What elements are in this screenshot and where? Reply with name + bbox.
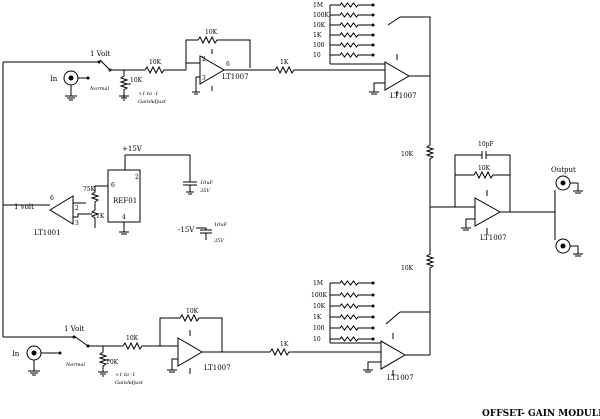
ref-buffer-pin-2: 2 <box>75 205 79 212</box>
top-range-resistor-bank[interactable] <box>329 2 431 75</box>
output-jack-upper[interactable] <box>555 175 583 194</box>
top-range-100k: 100K <box>313 12 329 19</box>
ref-volt-label: 1 volt <box>14 203 34 211</box>
mix-sum-bottom-resistor: 10K <box>401 265 414 272</box>
reference-section: +15V 10uF 35V REF01 6 2 4 75K 1K -15V 10… <box>14 145 228 244</box>
top-feedback-resistor-value: 10K <box>205 29 218 36</box>
module-title: OFFSET- GAIN MODULE <box>482 409 600 419</box>
top-opamp-1-pin-out: 6 <box>226 61 230 68</box>
bottom-channel: In 1 Volt Normal 10K +1 to -1 GainAdjust… <box>12 280 430 386</box>
bottom-range-10: 10 <box>313 336 321 343</box>
bottom-gain-pot[interactable] <box>98 346 110 377</box>
ref01-pin-6: 6 <box>111 182 115 189</box>
bottom-range-100: 100 <box>313 325 325 332</box>
ref-cap-pos: 10uF <box>200 180 214 186</box>
ref-buffer-pin-6: 6 <box>50 195 54 202</box>
top-opamp-1 <box>186 49 225 95</box>
top-input-resistor <box>144 65 186 75</box>
top-opamp-2 <box>369 54 430 96</box>
top-range-10: 10 <box>313 52 321 59</box>
top-opamp-1-pin-minus: 2 <box>202 56 206 63</box>
summing-section: 10K 10K 10pF 10K LT1007 Output <box>401 75 583 355</box>
ref-cap-neg: 10uF <box>214 222 228 228</box>
top-gain-pot[interactable] <box>119 70 131 101</box>
bottom-range-resistor-bank[interactable] <box>329 280 430 344</box>
ref-supply-pos: +15V <box>122 145 143 153</box>
top-range-1m: 1M <box>313 2 323 9</box>
top-switch-1volt-label: 1 Volt <box>90 50 111 58</box>
top-pot-value: 10K <box>130 77 143 84</box>
top-range-10k: 10K <box>313 22 326 29</box>
bottom-input-resistor-value: 10K <box>126 335 139 342</box>
top-gain-adjust-range: +1 to -1 <box>138 91 158 97</box>
mix-feedback-cap: 10pF <box>478 141 494 148</box>
ref-cap-pos-voltage: 35V <box>200 188 211 194</box>
ref-trim-resistor: 75K <box>83 186 96 193</box>
bottom-opamp-1 <box>165 330 203 374</box>
output-jack-lower[interactable] <box>555 238 583 257</box>
bottom-gain-adjust-range: +1 to -1 <box>115 372 135 378</box>
mix-opamp <box>461 190 555 234</box>
bottom-input-resistor <box>122 341 165 351</box>
top-range-100: 100 <box>313 42 325 49</box>
top-series-resistor-value: 1K <box>280 59 289 66</box>
bottom-range-100k: 100K <box>311 292 327 299</box>
top-switch-normal-label: Normal <box>89 86 109 92</box>
top-channel: In 1 Volt Normal 10K +1 to -1 GainAdjust… <box>50 2 431 105</box>
mix-feedback-resistor: 10K <box>478 165 491 172</box>
bottom-opamp-2-label: LT1007 <box>387 374 414 382</box>
ref01-pin-4: 4 <box>122 214 126 221</box>
bottom-in-label: In <box>12 350 20 358</box>
ref-supply-neg: -15V <box>178 226 195 234</box>
top-range-1k: 1K <box>313 32 322 39</box>
bottom-switch-normal-label: Normal <box>65 362 85 368</box>
bottom-gain-adjust-label: GainAdjust <box>115 380 144 386</box>
top-input-jack <box>63 70 79 101</box>
ref-cap-neg-voltage: 35V <box>214 238 225 244</box>
left-bus-wire <box>2 61 84 338</box>
ref-buffer-label: LT1001 <box>34 229 61 237</box>
bottom-opamp-1-label: LT1007 <box>204 364 231 372</box>
bottom-input-switch[interactable] <box>41 335 90 355</box>
top-input-resistor-value: 10K <box>149 59 162 66</box>
bottom-opamp-2 <box>363 333 430 376</box>
ref01-label: REF01 <box>113 197 137 205</box>
top-opamp-2-label: LT1007 <box>390 92 417 100</box>
bottom-range-10k: 10K <box>313 303 326 310</box>
bottom-switch-1volt-label: 1 Volt <box>64 325 85 333</box>
bottom-input-jack <box>26 345 42 376</box>
ref-buffer-opamp <box>49 195 86 225</box>
mix-sum-top-resistor: 10K <box>401 151 414 158</box>
bottom-series-resistor-value: 1K <box>280 341 289 348</box>
ref-buffer-pin-3: 3 <box>75 220 79 227</box>
top-opamp-1-pin-plus: 3 <box>202 75 206 82</box>
ref-trim-pot: 1K <box>96 213 105 220</box>
mix-opamp-label: LT1007 <box>480 234 507 242</box>
top-gain-adjust-label: GainAdjust <box>138 99 167 105</box>
top-in-label: In <box>50 75 58 83</box>
top-opamp-1-label: LT1007 <box>222 73 249 81</box>
ref01-pin-2: 2 <box>135 174 139 181</box>
bottom-range-1k: 1K <box>313 314 322 321</box>
bottom-range-1m: 1M <box>313 280 323 287</box>
output-label: Output <box>551 166 576 174</box>
bottom-feedback-resistor-value: 10K <box>186 308 199 315</box>
top-input-switch[interactable] <box>78 59 112 80</box>
bottom-pot-value: 10K <box>106 359 119 366</box>
